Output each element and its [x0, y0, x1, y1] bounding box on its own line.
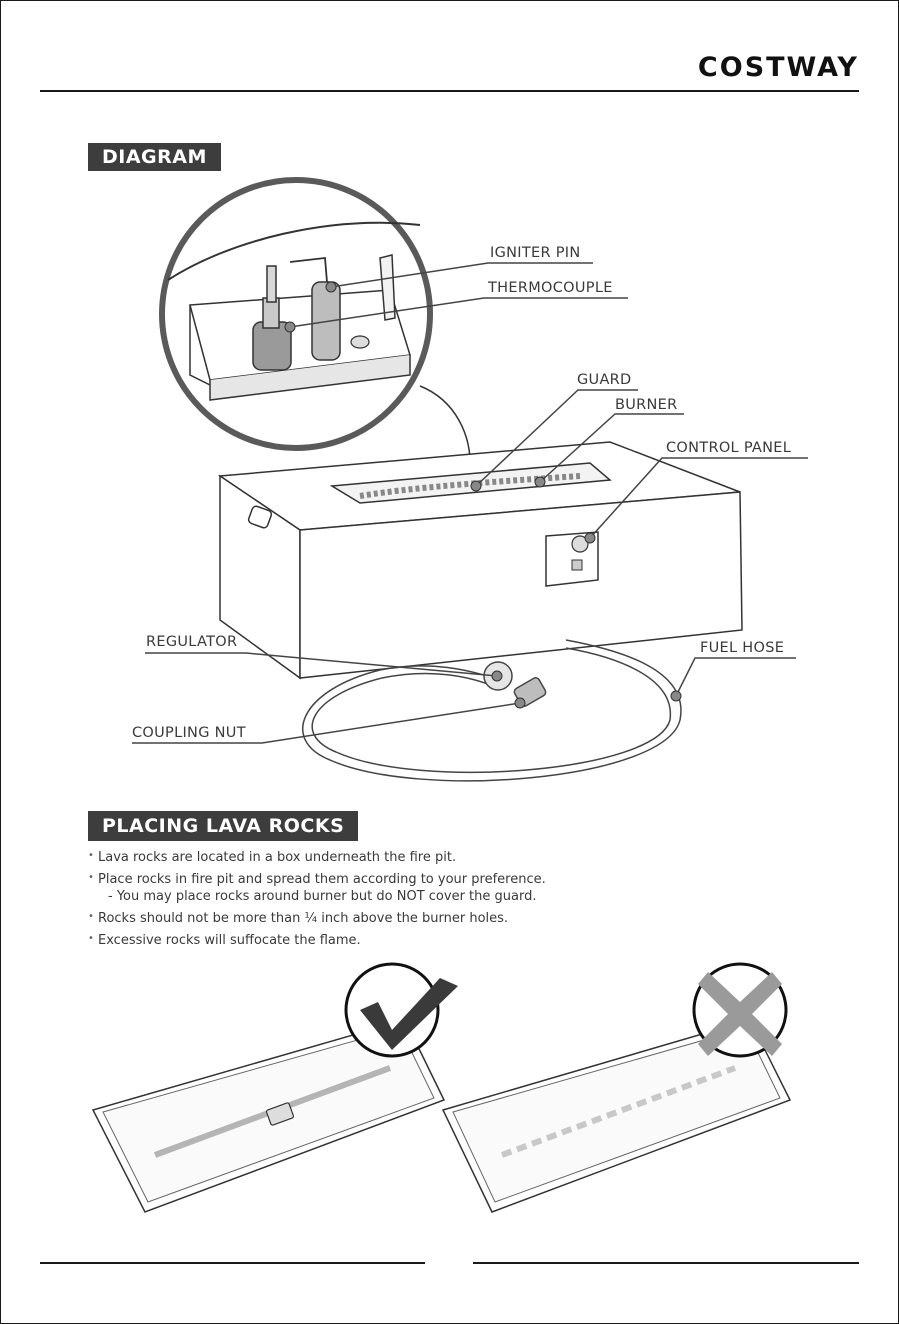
instruction-item: Rocks should not be more than ¼ inch abo…	[88, 911, 546, 926]
label-control-panel: CONTROL PANEL	[666, 440, 791, 456]
label-igniter-pin: IGNITER PIN	[490, 245, 581, 261]
label-regulator: REGULATOR	[146, 634, 237, 650]
label-thermocouple: THERMOCOUPLE	[488, 280, 613, 296]
lava-rocks-heading: PLACING LAVA ROCKS	[88, 811, 358, 841]
instruction-item: Excessive rocks will suffocate the flame…	[88, 933, 546, 948]
label-guard: GUARD	[577, 372, 632, 388]
fire-pit-body	[220, 442, 742, 678]
label-burner: BURNER	[615, 397, 678, 413]
footer-rule-left	[40, 1262, 425, 1264]
instruction-item: Lava rocks are located in a box undernea…	[88, 850, 546, 865]
lava-rock-instructions: Lava rocks are located in a box undernea…	[88, 850, 546, 955]
instruction-item: Place rocks in fire pit and spread them …	[88, 872, 546, 887]
magnified-burner-detail	[162, 180, 470, 470]
instruction-subitem: - You may place rocks around burner but …	[88, 889, 546, 904]
correct-rock-illustration	[93, 964, 458, 1212]
incorrect-rock-illustration	[443, 964, 790, 1212]
label-coupling-nut: COUPLING NUT	[132, 725, 246, 741]
label-fuel-hose: FUEL HOSE	[700, 640, 784, 656]
footer-rule-right	[473, 1262, 859, 1264]
